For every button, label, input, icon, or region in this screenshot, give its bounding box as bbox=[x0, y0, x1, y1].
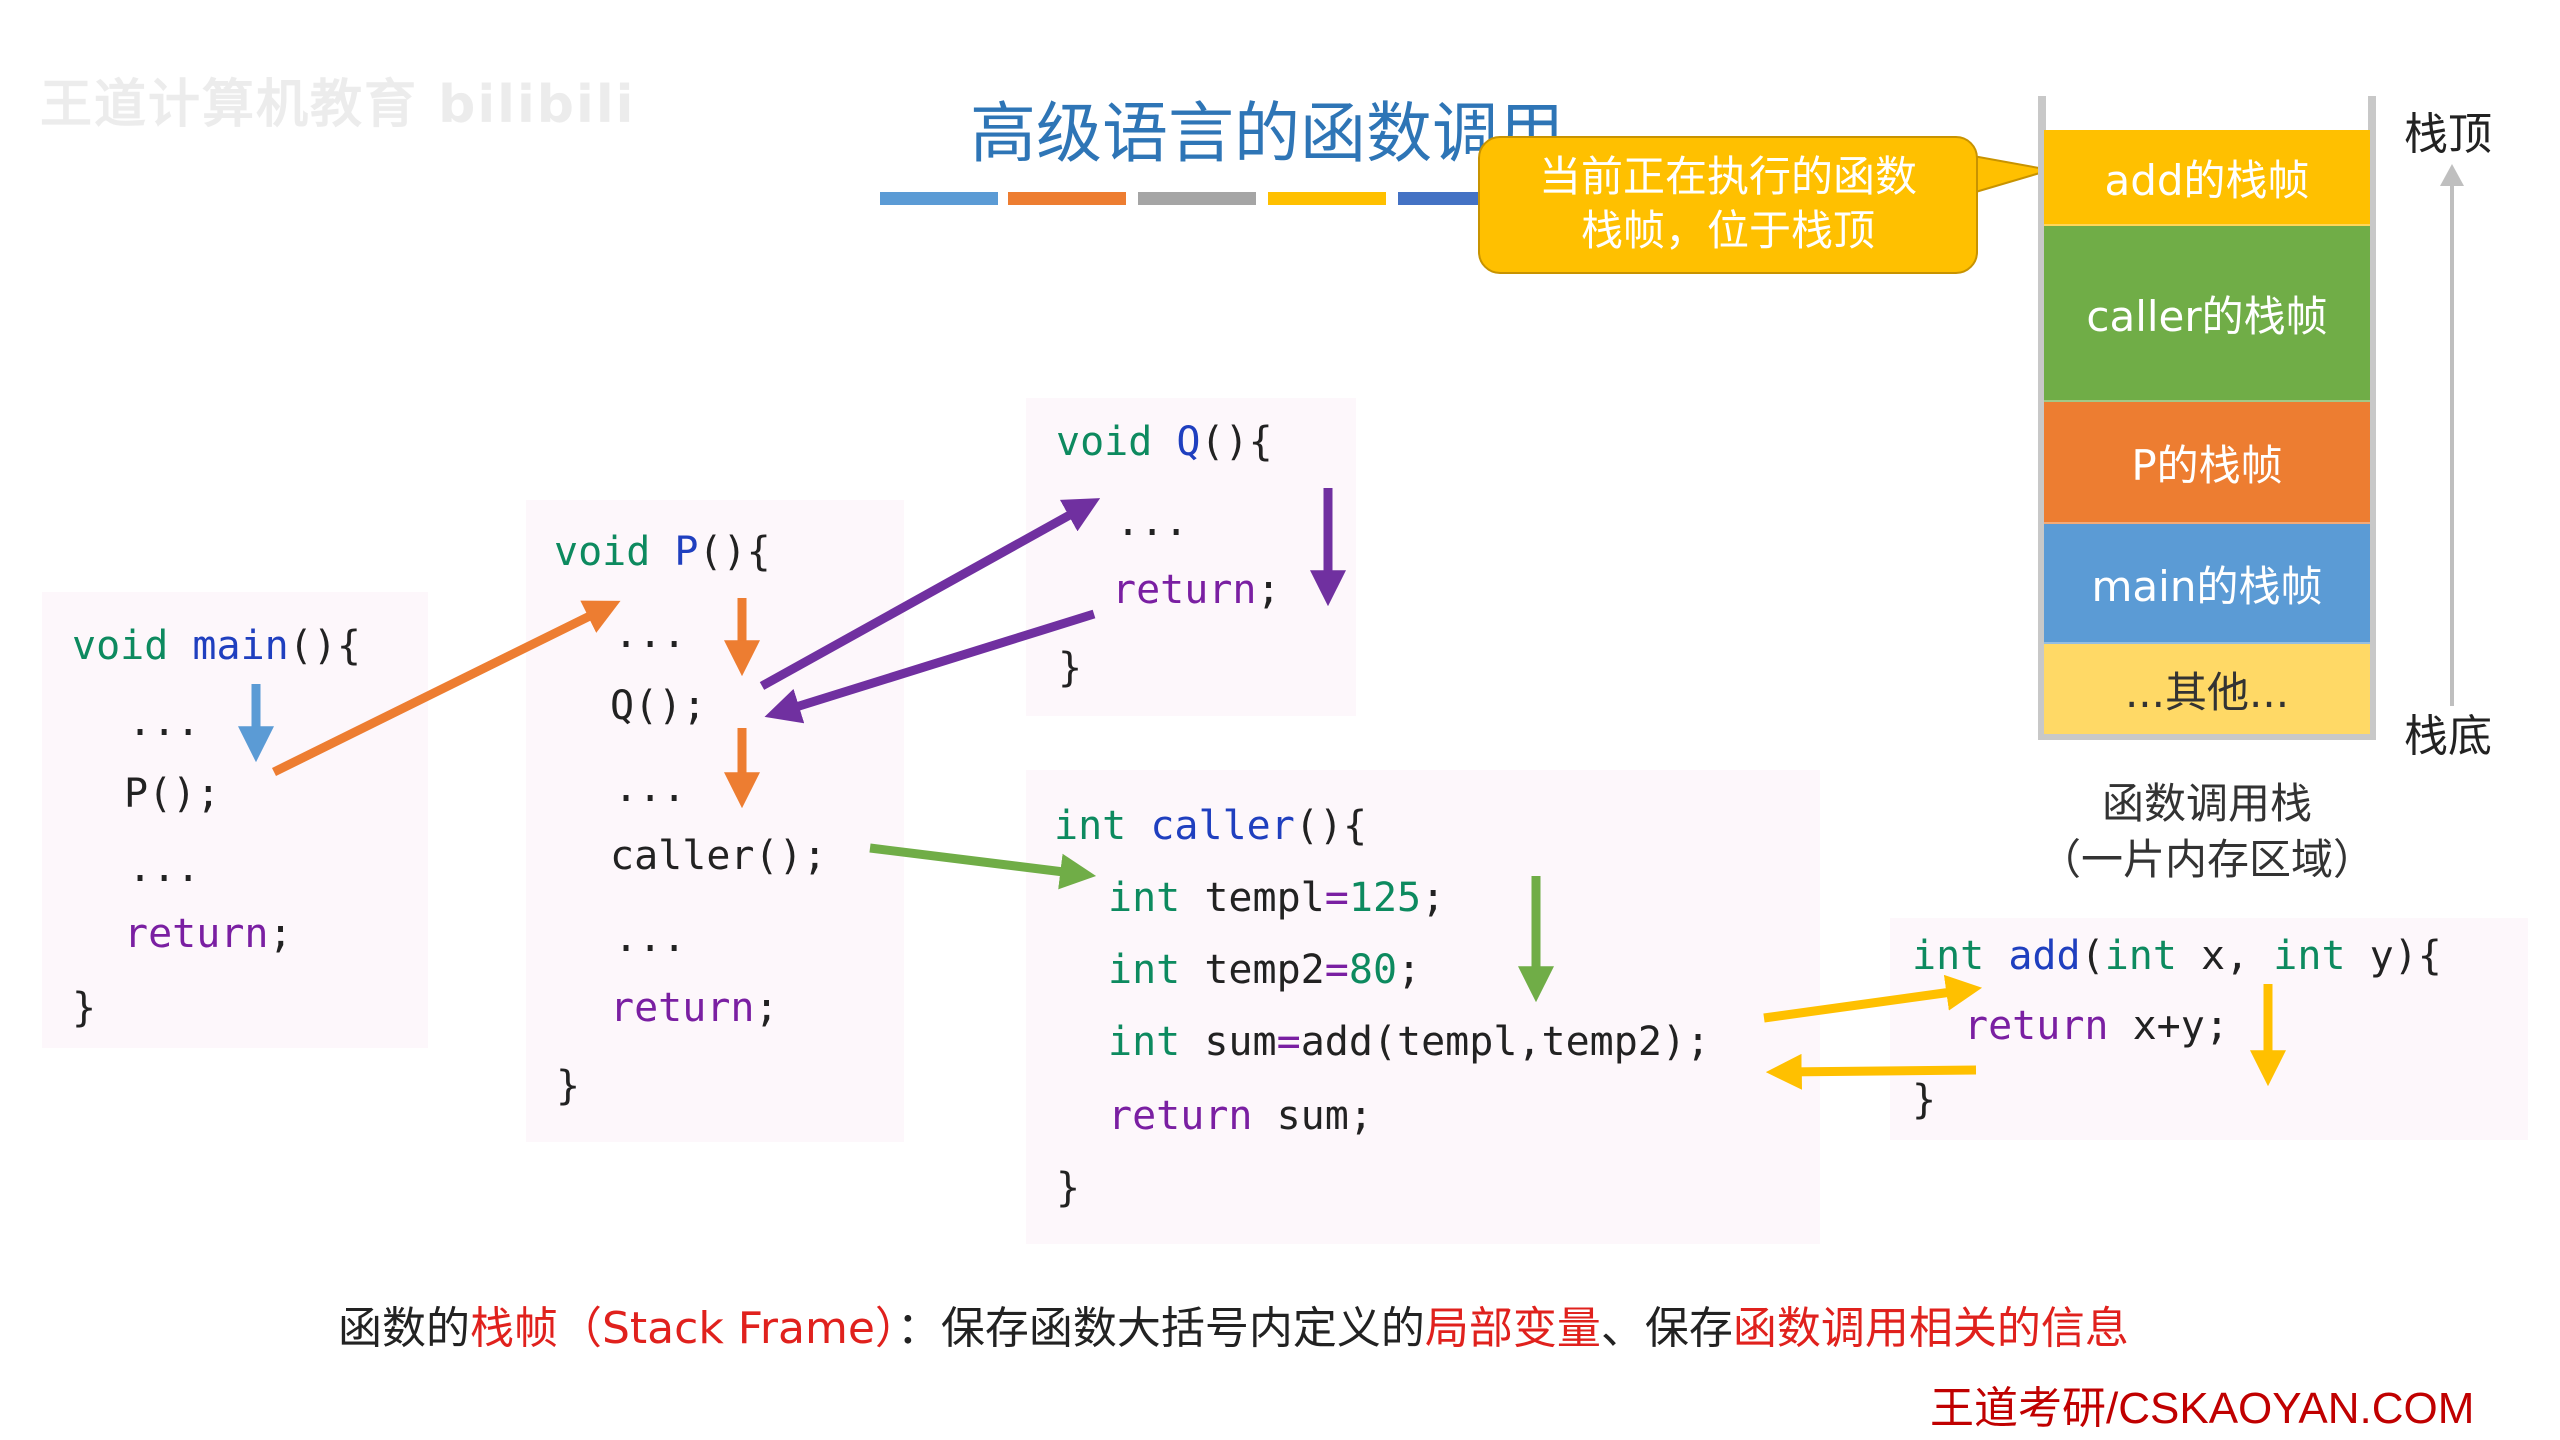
caller-code-box bbox=[1026, 770, 1820, 1244]
arrow-main-to-p bbox=[272, 600, 621, 777]
title-bar-yellow bbox=[1268, 192, 1386, 205]
arrow-q-return bbox=[764, 609, 1096, 724]
arrow-caller-to-add bbox=[1763, 974, 1983, 1023]
caller-code-line-3: int temp2=80; bbox=[1108, 947, 1422, 993]
title-bar-orange bbox=[1008, 192, 1126, 205]
q-code-line-3: return; bbox=[1112, 567, 1281, 613]
p-code-line-7: return; bbox=[610, 985, 779, 1031]
callout-pointer-cover bbox=[1960, 158, 1966, 194]
q-code-line-2: ... bbox=[1116, 499, 1189, 545]
caller-code-line-2: int templ=125; bbox=[1108, 875, 1446, 921]
stack-frame-add: add的栈帧 bbox=[2044, 130, 2370, 226]
p-code-line-1: void P(){ bbox=[554, 529, 771, 575]
q-code-box bbox=[1026, 398, 1356, 716]
callout-line-2: 栈帧，位于栈顶 bbox=[1580, 206, 1875, 255]
add-code-line-1: int add(int x, int y){ bbox=[1912, 933, 2442, 979]
stack-frame-caller: caller的栈帧 bbox=[2044, 226, 2370, 402]
title-bar-gray bbox=[1138, 192, 1256, 205]
main-code-line-6: } bbox=[72, 985, 97, 1031]
stack-caption-line-2: （一片内存区域） bbox=[2038, 835, 2375, 884]
call-stack-container bbox=[2038, 96, 2376, 740]
main-code-line-1: void main(){ bbox=[72, 623, 361, 669]
stack-caption-line-1: 函数调用栈 bbox=[2101, 779, 2312, 828]
callout-line-1: 当前正在执行的函数 bbox=[1538, 152, 1917, 201]
q-code-line-4: } bbox=[1058, 645, 1083, 691]
main-code-box bbox=[42, 592, 428, 1048]
stack-direction-arrow-head bbox=[2440, 164, 2464, 186]
p-code-line-3: Q(); bbox=[610, 683, 707, 729]
caller-code-line-6: } bbox=[1056, 1165, 1081, 1211]
top-frame-callout: 当前正在执行的函数 栈帧，位于栈顶 bbox=[1478, 136, 1978, 274]
stack-bottom-label: 栈底 bbox=[2404, 711, 2492, 762]
p-code-line-4: ... bbox=[614, 765, 687, 811]
brand-footer: 王道考研/CSKAOYAN.COM bbox=[1930, 1384, 2475, 1433]
arrow-p-to-caller bbox=[869, 843, 1097, 890]
caller-code-line-5: return sum; bbox=[1108, 1093, 1373, 1139]
page-title: 高级语言的函数调用 bbox=[970, 95, 1564, 172]
p-code-line-5: caller(); bbox=[610, 833, 827, 879]
add-code-box bbox=[1890, 918, 2528, 1140]
q-code-line-1: void Q(){ bbox=[1056, 419, 1273, 465]
stack-top-label: 栈顶 bbox=[2404, 109, 2492, 160]
main-code-line-3: P(); bbox=[124, 771, 221, 817]
p-code-line-2: ... bbox=[614, 611, 687, 657]
title-bar-blue bbox=[880, 192, 998, 205]
stack-frame-p: P的栈帧 bbox=[2044, 402, 2370, 524]
main-code-line-4: ... bbox=[128, 845, 201, 891]
arrow-p-to-q bbox=[759, 498, 1101, 690]
caller-code-line-4: int sum=add(templ,temp2); bbox=[1108, 1019, 1711, 1065]
title-bar-blue-2 bbox=[1398, 192, 1478, 205]
p-code-line-8: } bbox=[556, 1063, 581, 1109]
stack-frame-definition: 函数的栈帧（Stack Frame）：保存函数大括号内定义的局部变量、保存函数调… bbox=[338, 1303, 2129, 1354]
arrow-add-return bbox=[1765, 1053, 1977, 1090]
p-code-line-6: ... bbox=[614, 915, 687, 961]
caller-code-line-1: int caller(){ bbox=[1054, 803, 1368, 849]
stack-frame-other: ...其他... bbox=[2044, 644, 2370, 734]
main-code-line-5: return; bbox=[124, 911, 293, 957]
add-code-line-2: return x+y; bbox=[1964, 1003, 2229, 1049]
stack-frame-main: main的栈帧 bbox=[2044, 524, 2370, 644]
add-code-line-3: } bbox=[1912, 1077, 1937, 1123]
watermark: 王道计算机教育 bilibili bbox=[40, 75, 636, 135]
main-code-line-2: ... bbox=[128, 699, 201, 745]
